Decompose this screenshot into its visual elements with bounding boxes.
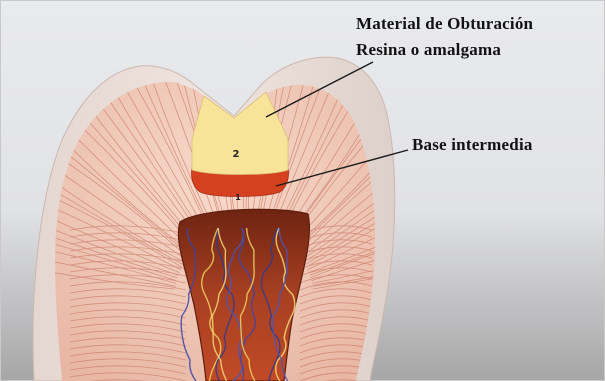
label-intermediate-base: Base intermedia — [412, 135, 533, 155]
filling-number: 2 — [233, 149, 240, 160]
label-filling-types: Resina o amalgama — [356, 40, 501, 60]
label-filling-material: Material de Obturación — [356, 14, 533, 34]
base-number: 1 — [235, 193, 241, 202]
